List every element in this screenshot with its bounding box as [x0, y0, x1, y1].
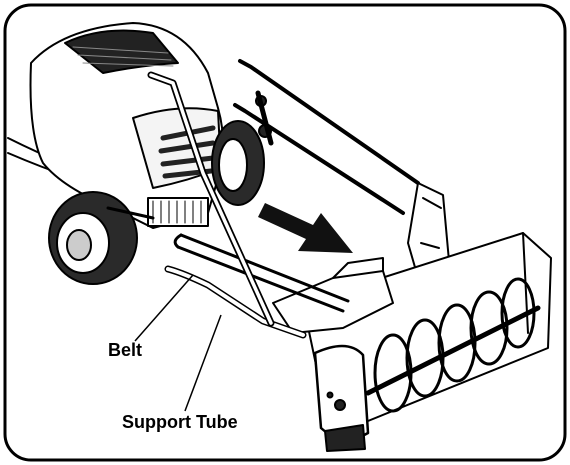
direction-arrow	[258, 203, 353, 253]
callout-leaders	[134, 274, 222, 412]
illustration-frame	[3, 3, 567, 462]
tractor	[7, 22, 265, 285]
belt-label: Belt	[108, 340, 143, 360]
support-tube-label: Support Tube	[122, 412, 238, 432]
snow-thrower-attachment	[147, 59, 552, 452]
